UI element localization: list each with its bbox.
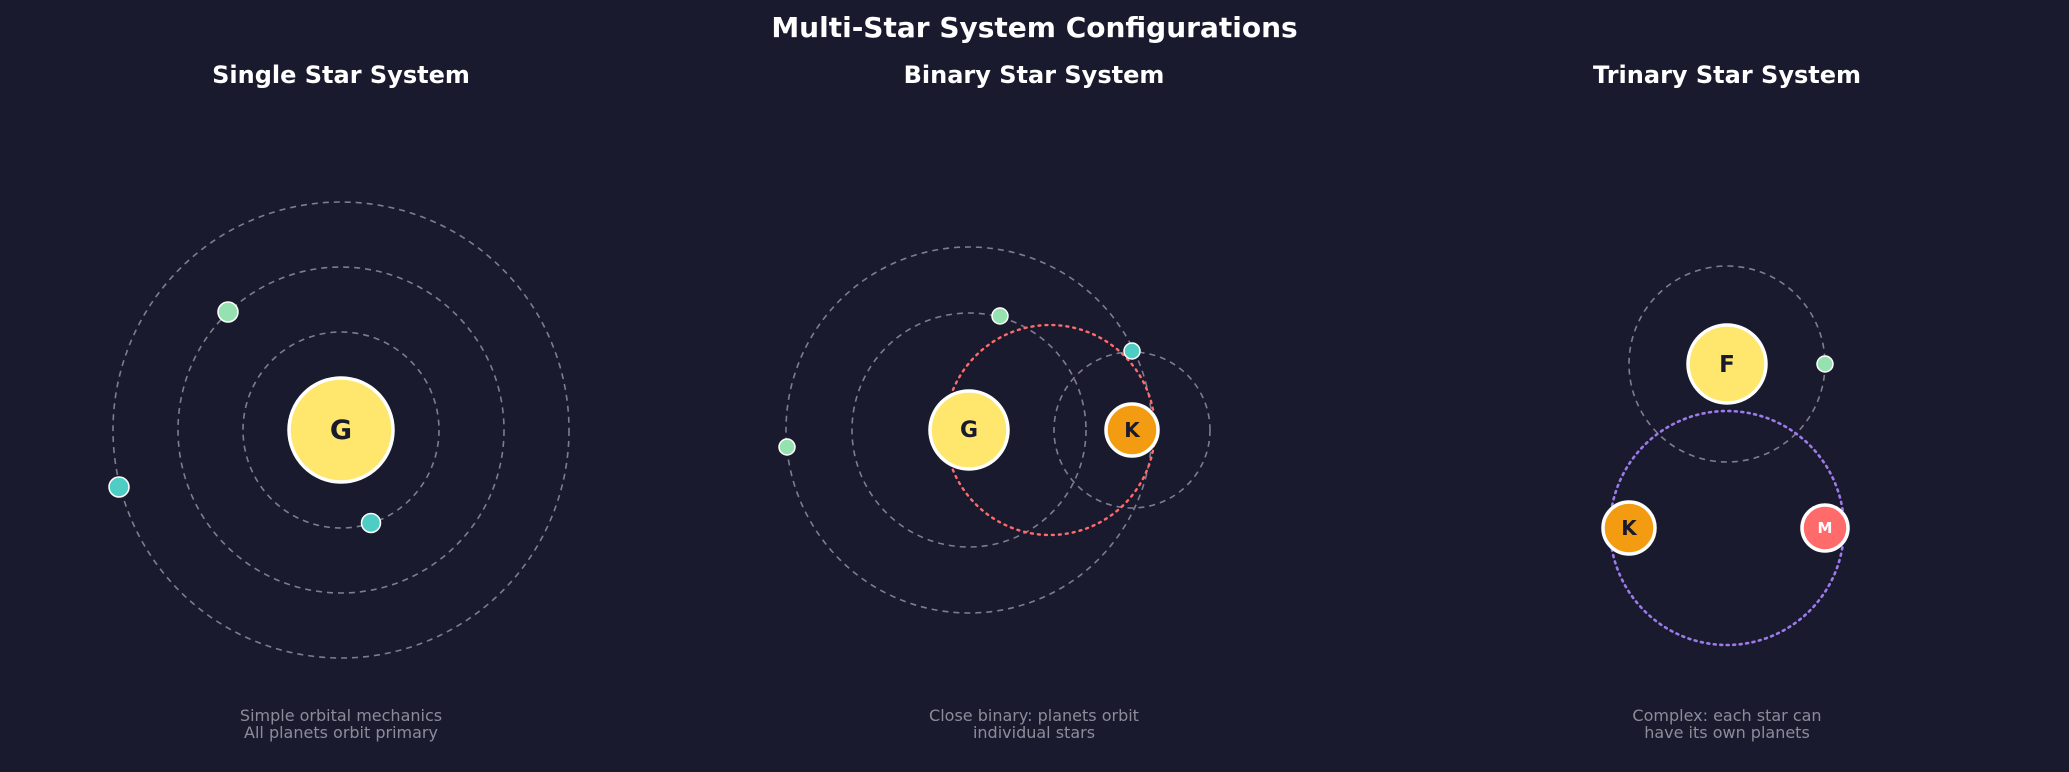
star-k bbox=[1104, 402, 1160, 458]
planet-inner bbox=[360, 512, 382, 534]
caption-line-1: Close binary: planets orbit bbox=[929, 706, 1139, 725]
star-m bbox=[1800, 503, 1850, 553]
planet-outer bbox=[108, 476, 130, 498]
star-label: K bbox=[1124, 418, 1141, 442]
caption-line-1: Complex: each star can bbox=[1632, 706, 1821, 725]
star-f bbox=[1686, 323, 1768, 405]
orbit-inner bbox=[242, 331, 440, 529]
star-label: K bbox=[1621, 516, 1638, 540]
panel-title: Single Star System bbox=[212, 61, 470, 89]
caption-line-1: Simple orbital mechanics bbox=[240, 706, 442, 725]
panel-single-star: Single Star System G Simple orbital mech… bbox=[108, 61, 570, 742]
star-label: G bbox=[960, 418, 978, 443]
figure-title: Multi-Star System Configurations bbox=[771, 11, 1297, 44]
star-g bbox=[287, 376, 395, 484]
panel-title: Trinary Star System bbox=[1593, 61, 1861, 89]
star-label: G bbox=[330, 415, 352, 446]
orbit-outer bbox=[112, 201, 570, 659]
planet-middle bbox=[217, 301, 239, 323]
planet-f bbox=[1816, 355, 1834, 373]
planet-k bbox=[1123, 342, 1141, 360]
caption-line-2: All planets orbit primary bbox=[244, 723, 438, 742]
planet-g-inner bbox=[991, 307, 1009, 325]
star-label: M bbox=[1818, 519, 1833, 537]
star-k bbox=[1601, 500, 1657, 556]
panel-trinary-star: Trinary Star System F K M Complex: each … bbox=[1593, 61, 1861, 742]
panel-title: Binary Star System bbox=[904, 61, 1165, 89]
planet-g-outer bbox=[778, 438, 796, 456]
panel-binary-star: Binary Star System G K Close binary: pla… bbox=[778, 61, 1211, 742]
star-g bbox=[928, 389, 1010, 471]
caption-line-2: individual stars bbox=[973, 723, 1095, 742]
star-label: F bbox=[1719, 352, 1735, 378]
orbit-g-inner bbox=[851, 312, 1087, 548]
caption-line-2: have its own planets bbox=[1644, 723, 1810, 742]
orbit-middle bbox=[177, 266, 505, 594]
